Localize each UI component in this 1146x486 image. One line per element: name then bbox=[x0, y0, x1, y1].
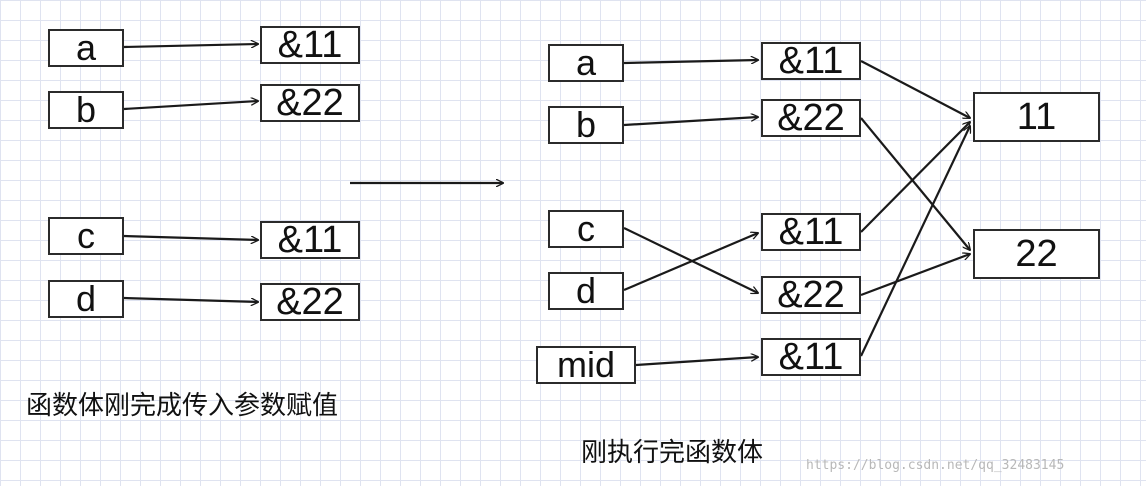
arrow-ref1-to-11 bbox=[860, 60, 970, 118]
right-ref-2: &22 bbox=[761, 99, 861, 137]
left-ref-1: &11 bbox=[260, 26, 360, 64]
left-var-d: d bbox=[48, 280, 124, 318]
watermark: https://blog.csdn.net/qq_32483145 bbox=[806, 458, 1065, 473]
right-var-c: c bbox=[548, 210, 624, 248]
right-ref-4: &22 bbox=[761, 276, 861, 314]
right-ref-3: &11 bbox=[761, 213, 861, 251]
arrow-ref2-to-22 bbox=[860, 117, 970, 250]
arrow-ref4-to-22 bbox=[860, 254, 970, 297]
right-ref-5: &11 bbox=[761, 338, 861, 376]
arrow-left-d bbox=[123, 296, 258, 302]
arrow-left-b bbox=[123, 101, 258, 111]
right-caption: 刚执行完函数体 bbox=[581, 438, 764, 468]
value-box-11: 11 bbox=[973, 92, 1100, 142]
left-ref-4: &22 bbox=[260, 283, 360, 321]
right-var-a: a bbox=[548, 44, 624, 82]
right-var-b: b bbox=[548, 106, 624, 144]
right-ref-1: &11 bbox=[761, 42, 861, 80]
arrow-left-c bbox=[123, 234, 258, 240]
right-var-mid: mid bbox=[536, 346, 636, 384]
left-ref-2: &22 bbox=[260, 84, 360, 122]
arrow-ref5-to-11 bbox=[860, 126, 970, 357]
arrow-right-b bbox=[623, 117, 758, 127]
left-var-c: c bbox=[48, 217, 124, 255]
value-box-22: 22 bbox=[973, 229, 1100, 279]
left-ref-3: &11 bbox=[260, 221, 360, 259]
arrow-right-d bbox=[623, 233, 758, 292]
arrow-right-mid bbox=[635, 357, 758, 367]
left-caption: 函数体刚完成传入参数赋值 bbox=[26, 391, 339, 421]
arrow-left-a bbox=[123, 44, 258, 47]
arrow-ref3-to-11 bbox=[860, 122, 970, 233]
right-var-d: d bbox=[548, 272, 624, 310]
left-var-b: b bbox=[48, 91, 124, 129]
left-var-a: a bbox=[48, 29, 124, 67]
arrow-right-a bbox=[623, 60, 758, 63]
